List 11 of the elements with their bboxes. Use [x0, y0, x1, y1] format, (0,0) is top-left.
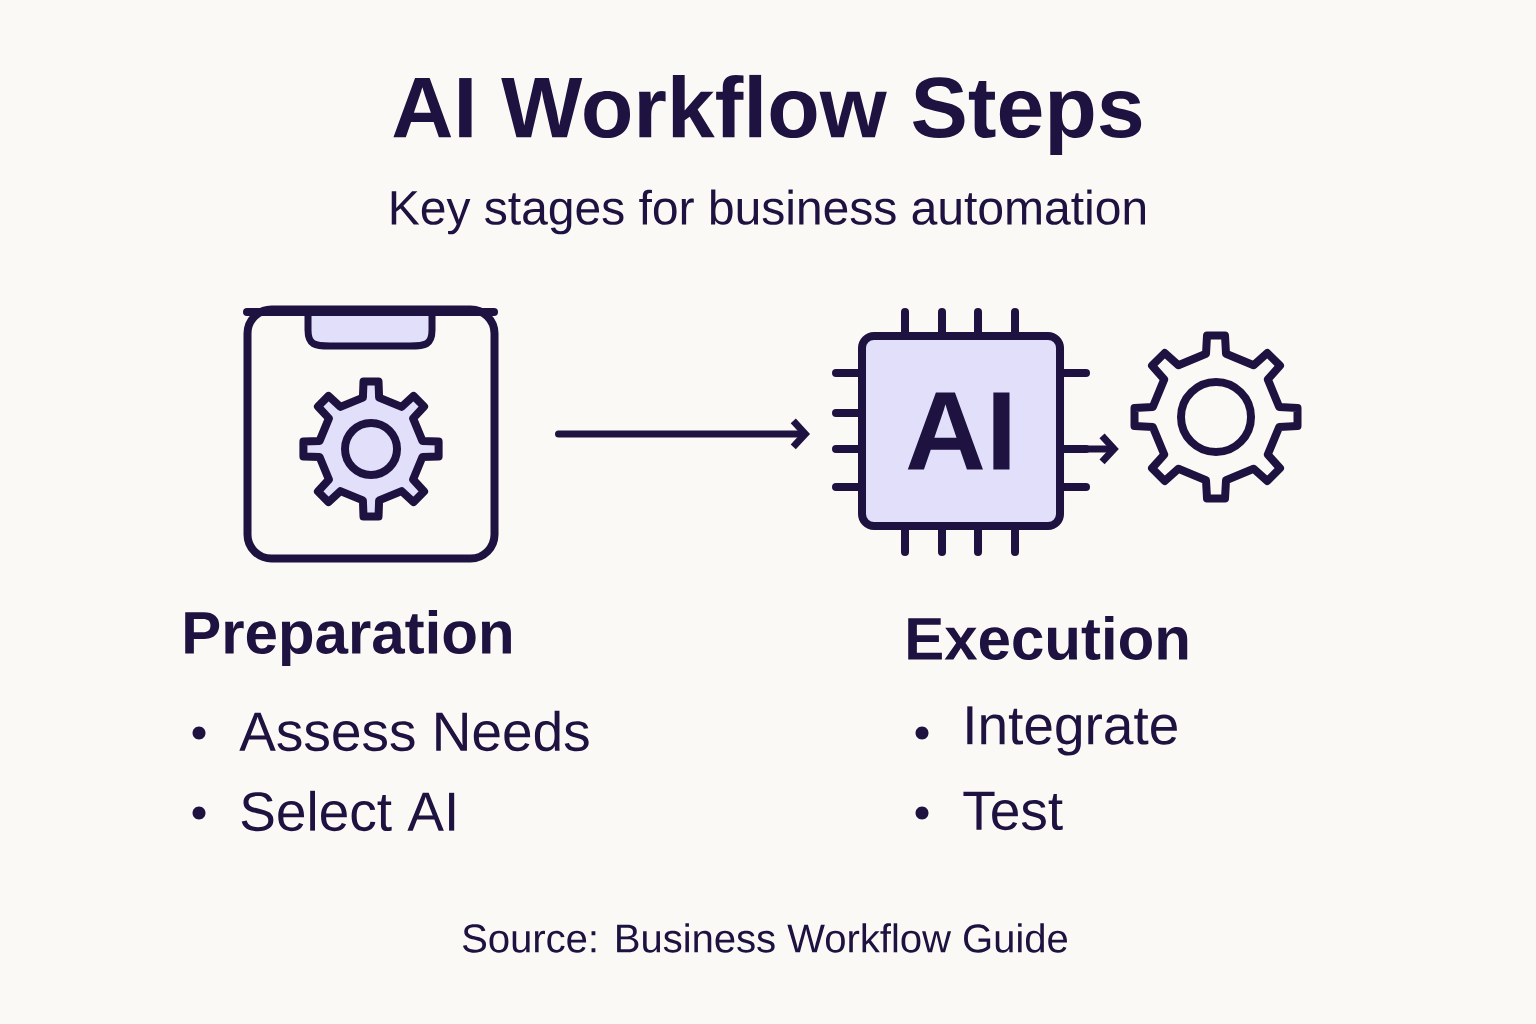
section-heading: Execution [908, 615, 1188, 660]
bullet-item: Test [915, 791, 1063, 831]
clipboard-icon [243, 305, 499, 563]
bullet-item: Select AI [192, 790, 455, 832]
subtitle: Key stages for business automation [391, 189, 1145, 235]
bullet-item: Assess Needs [192, 710, 589, 752]
source-note: Source: Business Workflow Guide [463, 923, 1067, 953]
title: AI Workflow Steps [393, 74, 1142, 156]
bullet-item: Integrate [915, 706, 1177, 756]
gear-icon [1130, 331, 1302, 503]
arrow [555, 418, 810, 450]
